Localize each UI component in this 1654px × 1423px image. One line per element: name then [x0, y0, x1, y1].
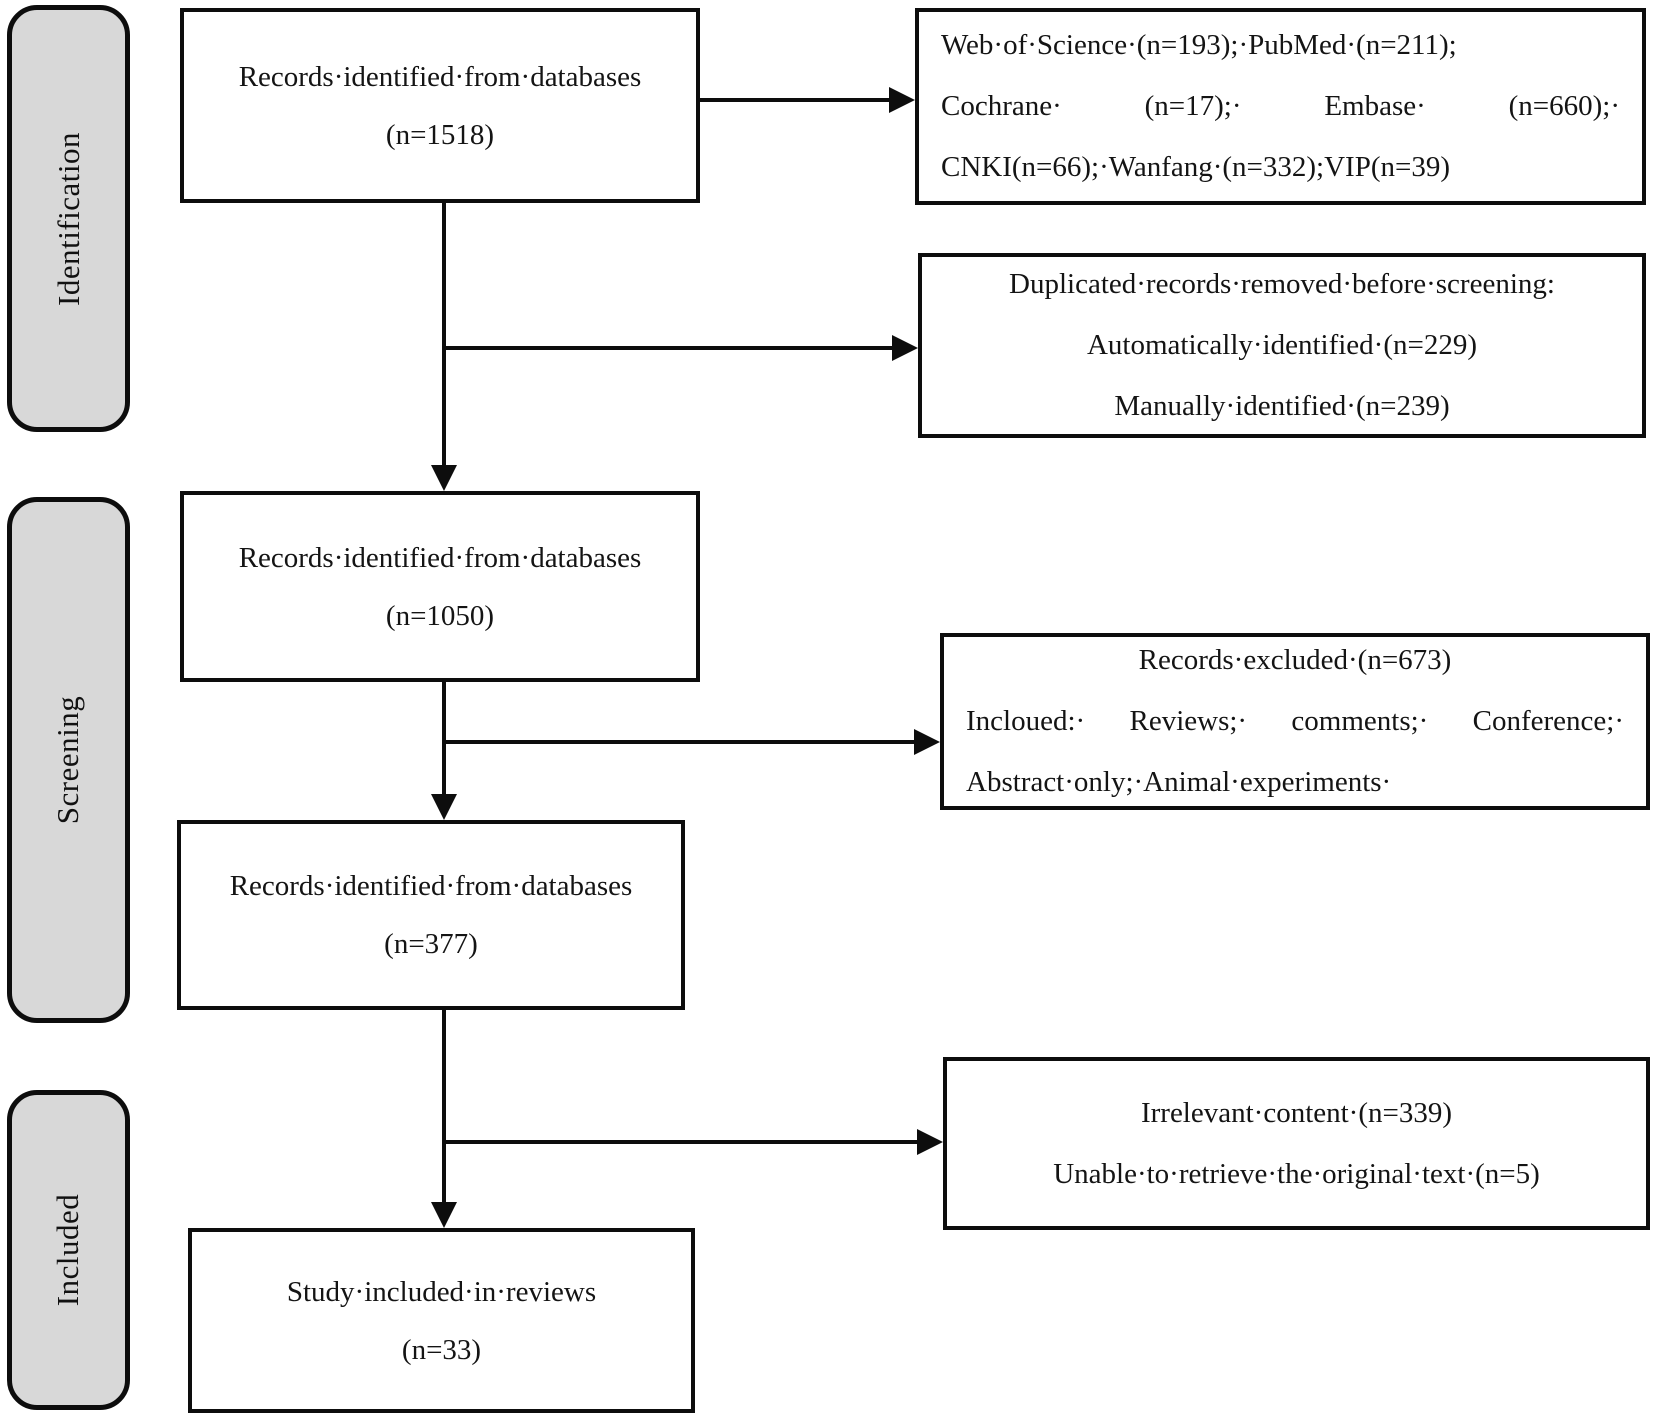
box-records-identified-1518: Records·identified·from·databases (n=151… — [180, 8, 700, 203]
box-count-line: (n=377) — [384, 928, 478, 960]
box-text-line: Records·identified·from·databases — [238, 60, 642, 93]
box-duplicates-removed: Duplicated·records·removed·before·screen… — [918, 253, 1646, 438]
box-text-line: Manually·identified·(n=239) — [1114, 389, 1450, 422]
stage-label-screening: Screening — [50, 695, 86, 825]
arrowhead-right-irrelevant — [917, 1129, 943, 1155]
box-count-line: (n=1050) — [385, 599, 495, 632]
arrowhead-right-sources — [889, 87, 915, 113]
box-study-included-33: Study·included·in·reviews (n=33) — [188, 1228, 695, 1413]
connector-line-box2-to-box3 — [442, 682, 446, 794]
box-records-identified-1050: Records·identified·from·databases (n=105… — [180, 491, 700, 682]
stage-pill-included: Included — [7, 1090, 130, 1410]
box-records-excluded: Records·excluded·(n=673) Incloued:· Revi… — [940, 633, 1650, 810]
box-text-line: Records·excluded·(n=673) — [1138, 644, 1452, 677]
connector-line-box1-to-box2 — [442, 203, 446, 465]
arrowhead-down-box2 — [431, 465, 457, 491]
arrowhead-right-duplicates — [892, 335, 918, 361]
box-records-identified-377: Records·identified·from·databases (n=377… — [177, 820, 685, 1010]
stage-label-included: Included — [50, 1193, 86, 1307]
connector-line-branch-excluded — [442, 740, 914, 744]
arrowhead-down-box3 — [431, 794, 457, 820]
box-text-line: Cochrane· (n=17);· Embase· (n=660);· — [941, 90, 1620, 123]
box-text-line: Abstract·only;·Animal·experiments· — [966, 765, 1392, 798]
box-text-line: Unable·to·retrieve·the·original·text·(n=… — [1053, 1157, 1540, 1190]
box-text-line: Web·of·Science·(n=193);·PubMed·(n=211); — [941, 29, 1457, 62]
box-text-line: CNKI(n=66);·Wanfang·(n=332);VIP(n=39) — [941, 150, 1451, 183]
box-text-line: Duplicated·records·removed·before·screen… — [1009, 268, 1555, 301]
connector-line-box1-to-sources — [700, 98, 890, 102]
box-database-sources: Web·of·Science·(n=193);·PubMed·(n=211); … — [915, 8, 1646, 205]
stage-pill-screening: Screening — [7, 497, 130, 1023]
box-count-line: (n=1518) — [385, 118, 495, 151]
box-text-line: Study·included·in·reviews — [286, 1275, 597, 1308]
box-text-line: Incloued:· Reviews;· comments;· Conferen… — [966, 705, 1624, 738]
stage-pill-identification: Identification — [7, 5, 130, 432]
arrowhead-down-box4 — [431, 1202, 457, 1228]
stage-label-identification: Identification — [50, 131, 86, 306]
connector-line-box3-to-box4 — [442, 1010, 446, 1202]
arrowhead-right-excluded — [914, 729, 940, 755]
connector-line-branch-irrelevant — [442, 1140, 917, 1144]
box-count-line: (n=33) — [401, 1333, 482, 1366]
box-text-line: Automatically·identified·(n=229) — [1086, 329, 1477, 362]
box-text-line: Records·identified·from·databases — [229, 870, 633, 902]
connector-line-branch-duplicates — [442, 346, 892, 350]
box-text-line: Records·identified·from·databases — [238, 541, 642, 574]
box-text-line: Irrelevant·content·(n=339) — [1140, 1096, 1453, 1129]
box-fulltext-excluded: Irrelevant·content·(n=339) Unable·to·ret… — [943, 1057, 1650, 1230]
